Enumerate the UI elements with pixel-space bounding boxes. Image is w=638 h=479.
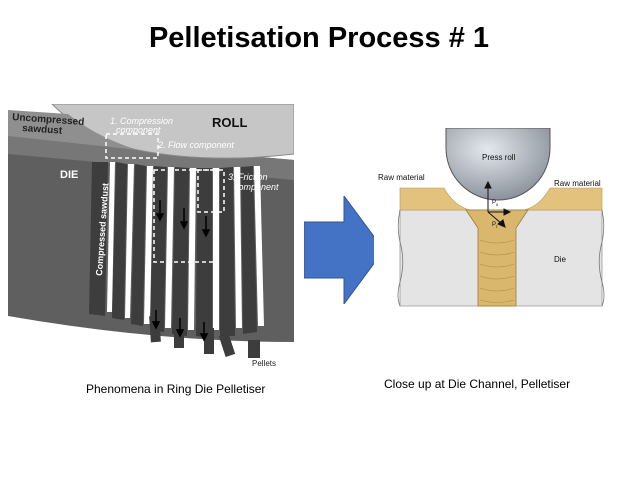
label-press-roll: Press roll bbox=[482, 153, 516, 162]
right-arrow-icon bbox=[304, 196, 385, 304]
label-raw-material-right: Raw material bbox=[554, 179, 601, 188]
raw-material-layer bbox=[399, 187, 603, 211]
channel-material bbox=[465, 209, 529, 307]
label-friction-2: component bbox=[234, 182, 279, 192]
die-channels bbox=[107, 162, 264, 330]
label-pr: Pr bbox=[492, 222, 498, 229]
label-roll: ROLL bbox=[212, 115, 247, 130]
caption-left: Phenomena in Ring Die Pelletiser bbox=[86, 382, 266, 396]
label-die: Die bbox=[554, 255, 567, 264]
label-raw-material-left: Raw material bbox=[378, 173, 425, 182]
page-title: Pelletisation Process # 1 bbox=[148, 22, 490, 54]
label-friction-1: 3. Friction bbox=[228, 172, 268, 182]
label-uncompressed-2: sawdust bbox=[22, 123, 63, 137]
label-px: Px bbox=[492, 200, 499, 207]
ring-die-diagram: Uncompressed sawdust 1. Compression comp… bbox=[8, 104, 294, 368]
label-die: DIE bbox=[60, 169, 78, 181]
die-channel-diagram: Press roll Raw material Raw material Die… bbox=[374, 128, 612, 368]
label-flow: 2. Flow component bbox=[157, 140, 235, 150]
label-compression-2: component bbox=[116, 125, 161, 135]
label-pellets: Pellets bbox=[252, 359, 276, 368]
label-compression-1: 1. Compression bbox=[110, 116, 173, 126]
label-uncompressed-1: Uncompressed bbox=[12, 112, 85, 128]
press-roll bbox=[445, 128, 551, 201]
caption-right: Close up at Die Channel, Pelletiser bbox=[384, 377, 571, 391]
